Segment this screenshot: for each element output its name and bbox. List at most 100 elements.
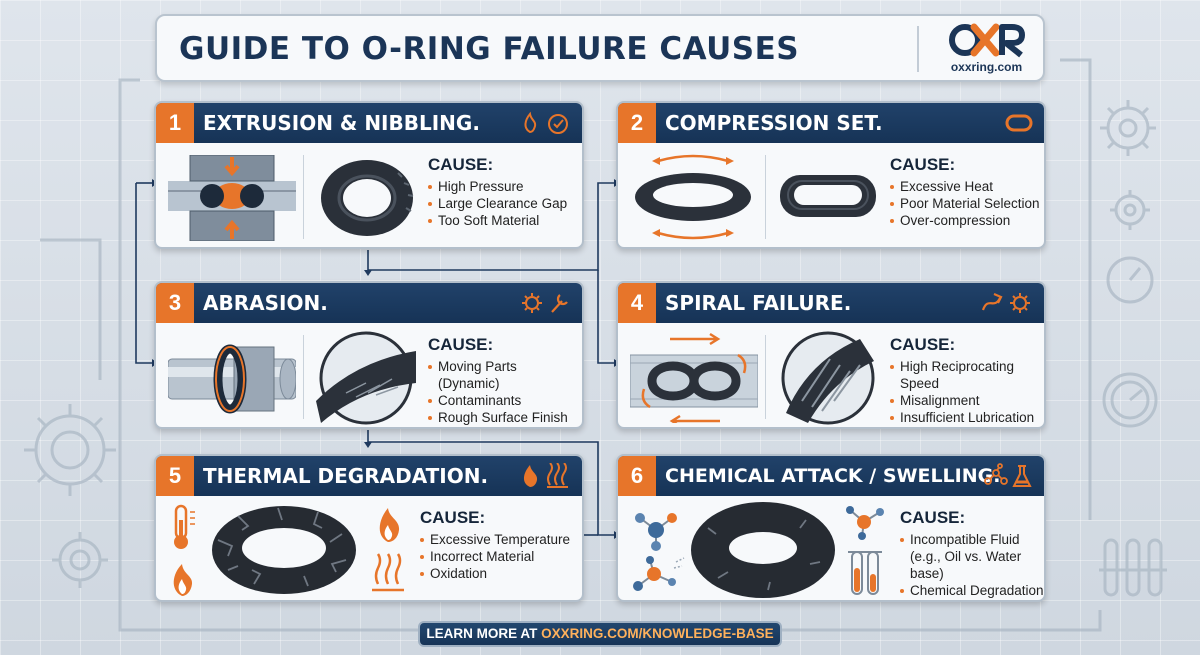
card-number: 5 <box>156 456 194 496</box>
card-title: SPIRAL FAILURE. <box>665 291 852 315</box>
cause-item: Poor Material Selection <box>890 195 1040 212</box>
cause-list: CAUSE: High Pressure Large Clearance Gap… <box>428 155 578 229</box>
cause-list: CAUSE: Incompatible Fluid (e.g., Oil vs.… <box>900 508 1044 599</box>
card-header-icons <box>522 293 568 313</box>
knowledge-base-link[interactable]: OXXRING.COM/KNOWLEDGE-BASE <box>541 626 774 641</box>
test-tubes-icon <box>848 551 882 595</box>
failure-card-chemical-attack: 6 CHEMICAL ATTACK / SWELLING. <box>616 454 1046 602</box>
title-banner: GUIDE TO O-RING FAILURE CAUSES oxxring.c… <box>155 14 1045 82</box>
flask-icon <box>1012 465 1032 487</box>
card-body: CAUSE: Moving Parts (Dynamic) Contaminan… <box>156 323 582 427</box>
card-header-icons <box>523 463 568 488</box>
chemicals-illustration <box>846 506 884 595</box>
card-body: CAUSE: Excessive Heat Poor Material Sele… <box>618 143 1044 247</box>
brand-logo[interactable]: oxxring.com <box>939 22 1034 78</box>
spiral-icon <box>981 292 1003 311</box>
molecule-icon <box>633 556 676 591</box>
abraded-oring-closeup-illustration <box>316 331 416 425</box>
card-header-icons <box>1005 114 1033 132</box>
cause-label: CAUSE: <box>890 155 956 174</box>
failure-card-abrasion: 3 ABRASION. CAUSE: Moving Parts (Dynamic… <box>154 281 584 429</box>
cause-label: CAUSE: <box>890 335 956 354</box>
gear-icon <box>522 293 542 313</box>
learn-more-prefix: LEARN MORE AT <box>426 626 542 641</box>
flame-icon <box>524 111 537 134</box>
cause-item: Moving Parts (Dynamic) <box>428 358 538 392</box>
cause-item: Incorrect Material <box>420 548 570 565</box>
gear-icon <box>1100 100 1156 156</box>
thermometer-icon <box>174 504 195 549</box>
card-title: THERMAL DEGRADATION. <box>203 464 489 488</box>
cause-item: Over-compression <box>890 212 1040 229</box>
card-header: 3 ABRASION. <box>156 283 582 323</box>
failure-card-extrusion: 1 EXTRUSION & NIBBLING. CAUSE: <box>154 101 584 249</box>
thermo-flame-illustration <box>173 504 195 596</box>
cause-list: CAUSE: Moving Parts (Dynamic) Contaminan… <box>428 335 578 426</box>
cause-item: Insufficient Lubrication <box>890 409 1040 426</box>
failure-card-thermal-degradation: 5 THERMAL DEGRADATION. <box>154 454 584 602</box>
flattened-oring-illustration <box>780 175 876 217</box>
learn-more-button[interactable]: LEARN MORE AT OXXRING.COM/KNOWLEDGE-BASE <box>418 621 782 647</box>
card-title: COMPRESSION SET. <box>665 111 883 135</box>
heat-waves-icon <box>372 553 404 592</box>
card-header: 4 SPIRAL FAILURE. <box>618 283 1044 323</box>
gauge-icon <box>548 114 568 134</box>
card-header: 1 EXTRUSION & NIBBLING. <box>156 103 582 143</box>
cause-item: Oxidation <box>420 565 570 582</box>
card-number: 2 <box>618 103 656 143</box>
card-header-icons <box>524 111 568 134</box>
cause-label: CAUSE: <box>428 335 494 354</box>
test-tubes-icon <box>1099 538 1167 597</box>
twisted-oring-illustration <box>630 332 758 423</box>
nibbled-oring-illustration <box>321 160 414 236</box>
title-divider <box>917 26 919 72</box>
molecule-icon <box>846 506 884 540</box>
cause-item: Incompatible Fluid (e.g., Oil vs. Water … <box>900 531 1044 582</box>
flame-icon <box>523 465 538 487</box>
gear-icon <box>1110 190 1150 230</box>
cause-list: CAUSE: Excessive Heat Poor Material Sele… <box>890 155 1040 229</box>
cause-item: Chemical Degradation <box>900 582 1044 599</box>
heat-illustration <box>372 508 404 592</box>
cause-item: Too Soft Material <box>428 212 578 229</box>
card-header: 2 COMPRESSION SET. <box>618 103 1044 143</box>
cause-label: CAUSE: <box>420 508 486 527</box>
flame-icon <box>173 564 193 596</box>
card-number: 1 <box>156 103 194 143</box>
molecule-icon <box>635 513 677 551</box>
cause-item: Contaminants <box>428 392 578 409</box>
card-title: EXTRUSION & NIBBLING. <box>203 111 480 135</box>
cracked-oring-illustration <box>212 506 356 594</box>
cause-item: High Pressure <box>428 178 578 195</box>
gear-icon <box>24 404 116 496</box>
cause-item: Excessive Heat <box>890 178 1040 195</box>
molecules-illustration <box>633 513 685 591</box>
card-body: CAUSE: High Reciprocating Speed Misalign… <box>618 323 1044 427</box>
failure-card-compression-set: 2 COMPRESSION SET. CAUSE: Excessive Heat… <box>616 101 1046 249</box>
card-number: 4 <box>618 283 656 323</box>
gear-icon <box>52 532 108 588</box>
compressed-oring-illustration <box>635 154 751 240</box>
cause-item: Misalignment <box>890 392 1040 409</box>
card-header-icons <box>984 463 1032 487</box>
cause-list: CAUSE: High Reciprocating Speed Misalign… <box>890 335 1040 426</box>
gauge-icon <box>1102 372 1158 428</box>
card-body: CAUSE: Excessive Temperature Incorrect M… <box>156 496 582 600</box>
molecule-icon <box>984 463 1008 485</box>
card-body: CAUSE: Incompatible Fluid (e.g., Oil vs.… <box>618 496 1044 600</box>
gear-icon <box>1010 293 1030 313</box>
cause-label: CAUSE: <box>900 508 966 527</box>
oval-ring-icon <box>1005 114 1033 132</box>
card-title: ABRASION. <box>203 291 328 315</box>
card-header-icons <box>981 292 1030 313</box>
cause-item: Large Clearance Gap <box>428 195 578 212</box>
card-header: 5 THERMAL DEGRADATION. <box>156 456 582 496</box>
heat-waves-icon <box>547 463 568 488</box>
gauge-icon <box>1106 256 1154 304</box>
extrusion-gap-illustration <box>168 155 296 241</box>
cause-list: CAUSE: Excessive Temperature Incorrect M… <box>420 508 570 582</box>
page-title: GUIDE TO O-RING FAILURE CAUSES <box>179 31 800 67</box>
cause-label: CAUSE: <box>428 155 494 174</box>
card-body: CAUSE: High Pressure Large Clearance Gap… <box>156 143 582 247</box>
